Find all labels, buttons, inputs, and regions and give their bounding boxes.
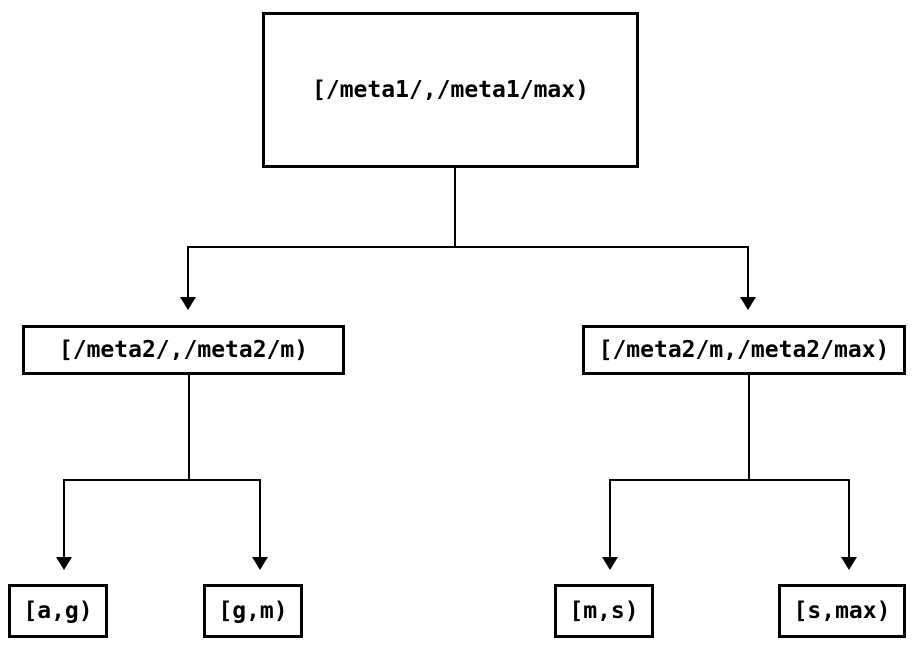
node-leaf-ms-label: [m,s) [569,598,639,624]
arrowhead-icon [740,297,756,310]
node-leaf-gm-label: [g,m) [218,598,288,624]
arrowhead-icon [56,557,72,570]
arrowhead-icon [180,297,196,310]
node-leaf-ms: [m,s) [554,584,654,638]
node-root-label: [/meta1/,/meta1/max) [312,77,589,103]
edge-meta2-high-to-leaf-ms [602,375,750,570]
edge-root-to-meta2-high [454,168,756,310]
edge-meta2-high-to-leaf-smax [748,375,857,570]
edge-meta2-low-to-leaf-ag [56,375,190,570]
node-meta2-high-label: [/meta2/m,/meta2/max) [598,337,890,363]
node-leaf-smax-label: [s,max) [793,598,891,624]
edge-meta2-low-to-leaf-gm [188,375,268,570]
edge-root-to-meta2-low [180,168,456,310]
node-meta2-low-label: [/meta2/,/meta2/m) [58,337,309,363]
node-root: [/meta1/,/meta1/max) [262,12,639,168]
arrowhead-icon [252,557,268,570]
arrowhead-icon [602,557,618,570]
node-meta2-low: [/meta2/,/meta2/m) [22,325,345,375]
node-leaf-gm: [g,m) [203,584,303,638]
node-meta2-high: [/meta2/m,/meta2/max) [582,325,906,375]
node-leaf-ag-label: [a,g) [23,598,93,624]
node-leaf-ag: [a,g) [8,584,108,638]
arrowhead-icon [841,557,857,570]
node-leaf-smax: [s,max) [778,584,906,638]
